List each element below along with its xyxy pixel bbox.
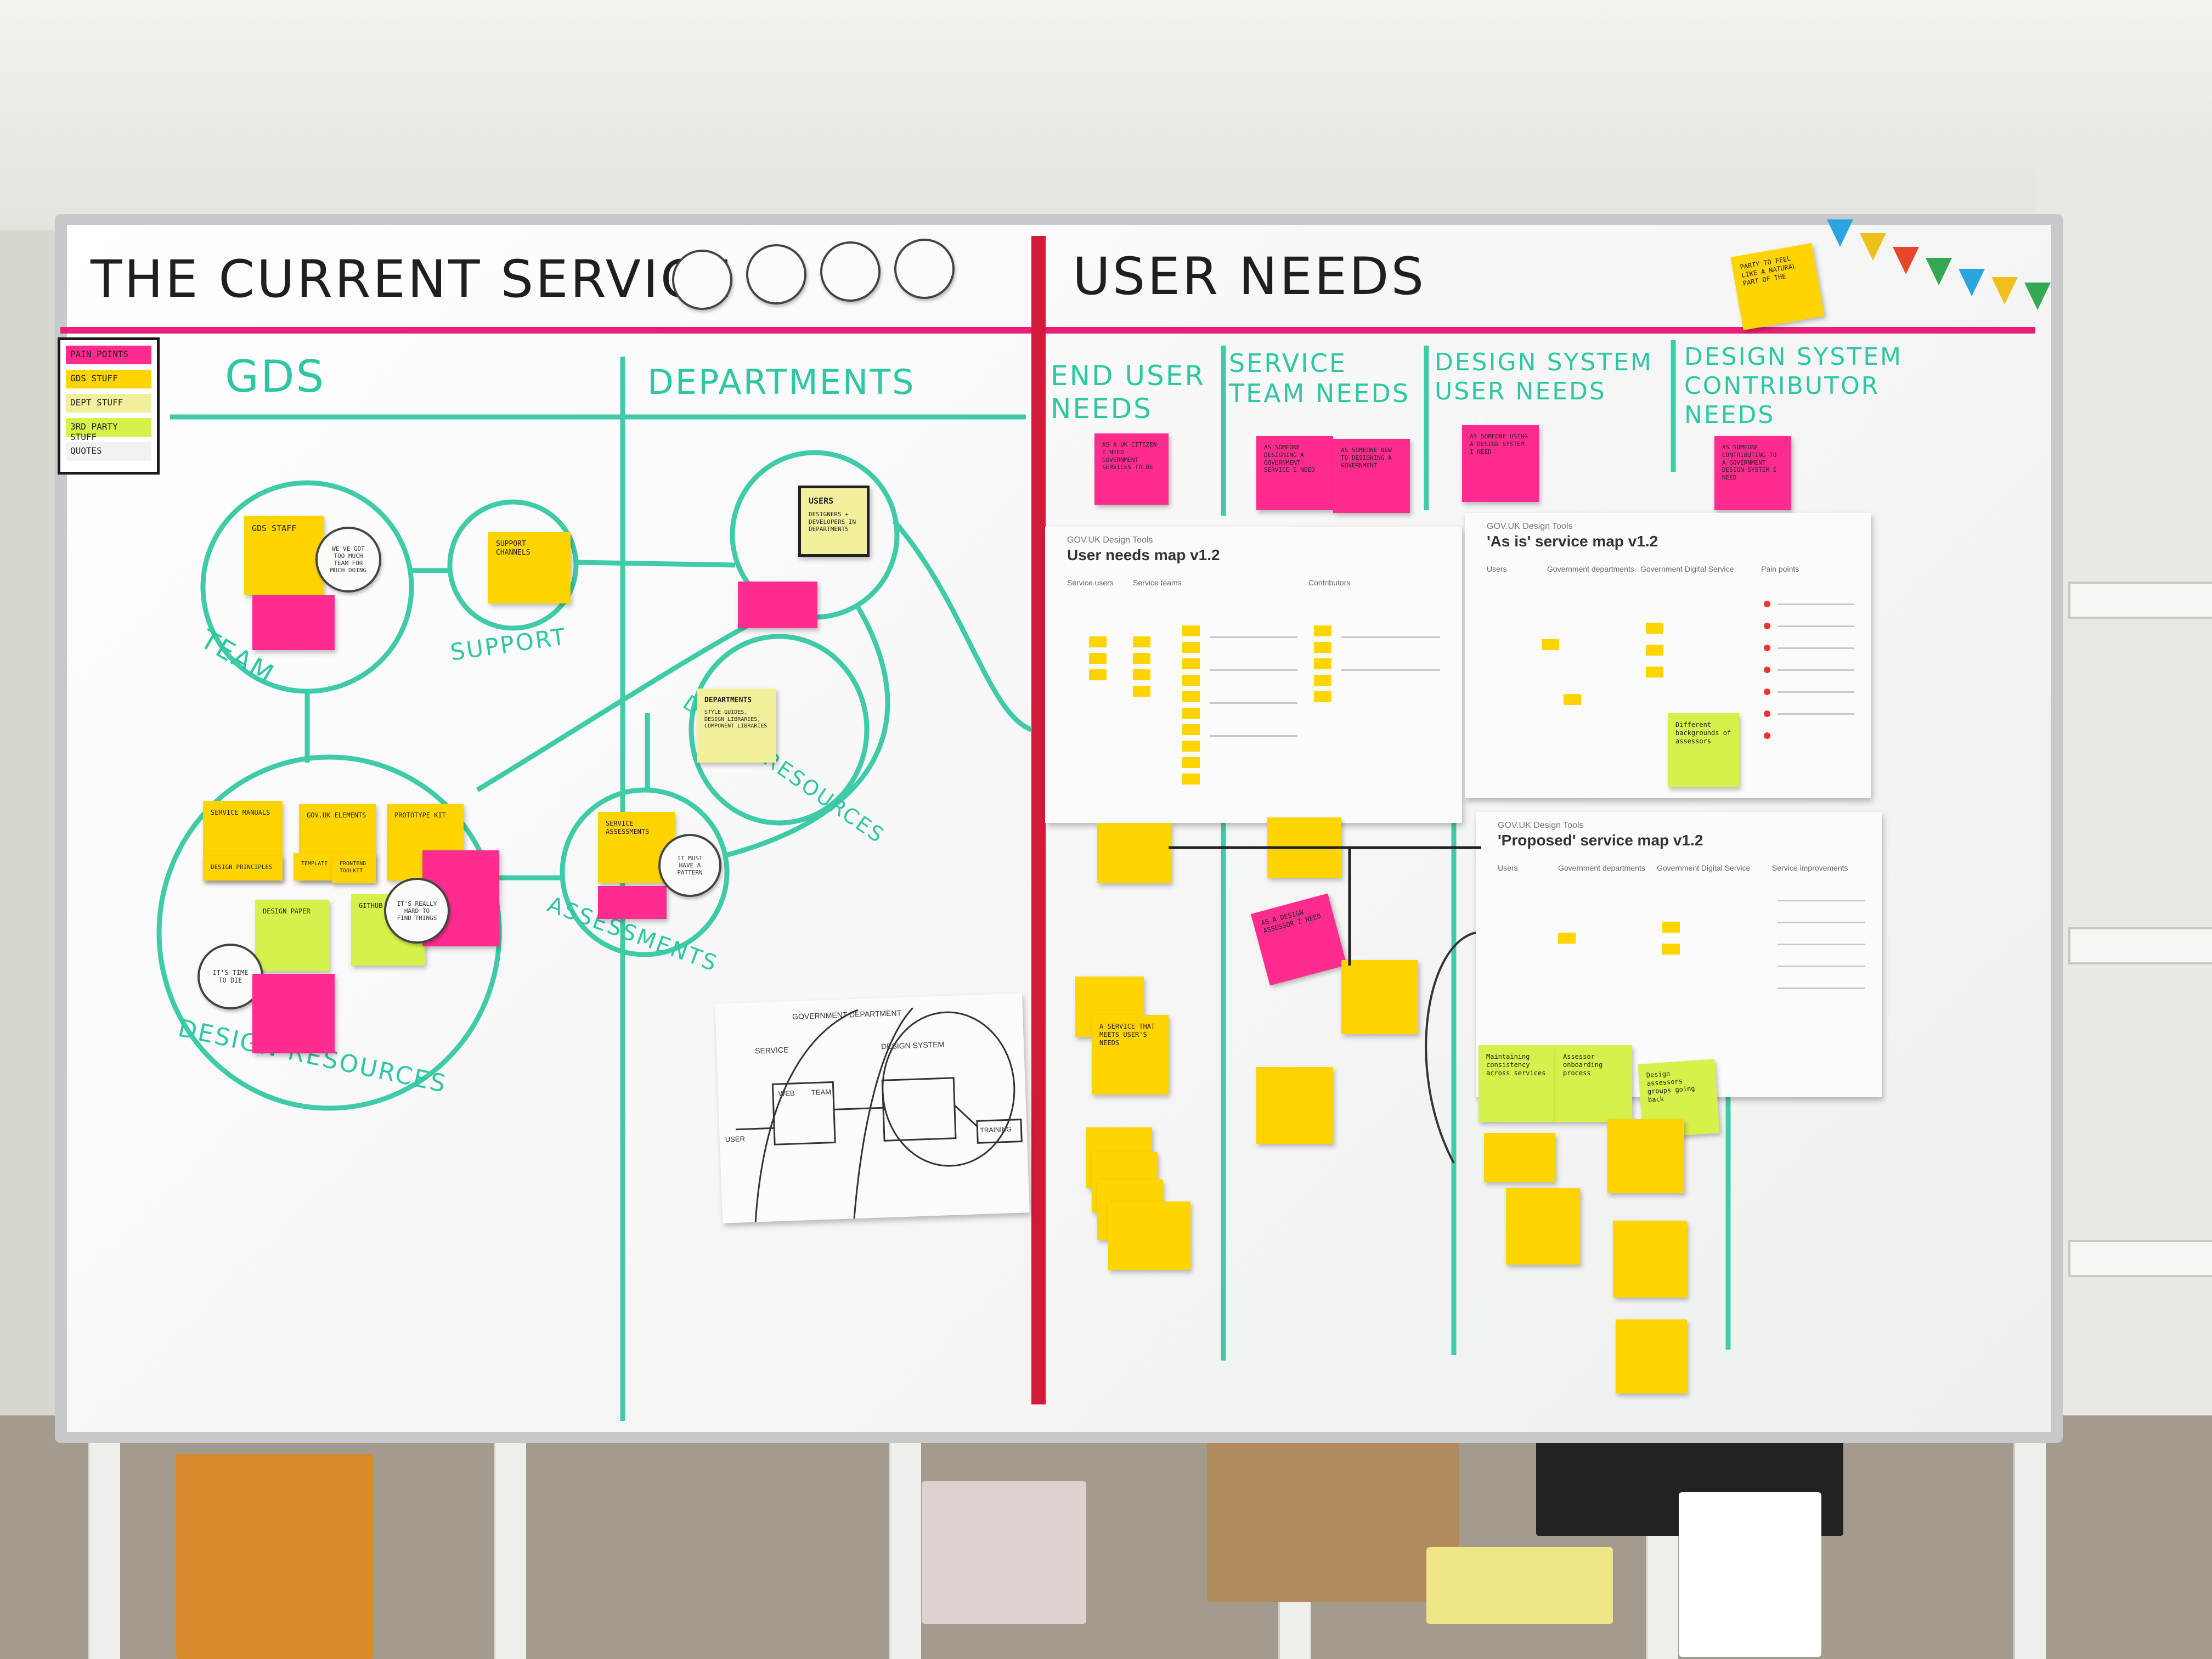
map-title: 'Proposed' service map v1.2 [1498, 832, 1703, 849]
map-col: Contributors [1308, 578, 1351, 587]
bunting-flag [2024, 283, 2051, 310]
pain-point-note [252, 595, 335, 650]
users-note: USERS DESIGNERS + DEVELOPERS IN DEPARTME… [798, 486, 870, 557]
quote-bubble [672, 250, 732, 310]
bunting-flag [1959, 269, 1985, 296]
section-divider [1031, 236, 1046, 1404]
sticky-note [1108, 1201, 1190, 1270]
pain-point-note [738, 582, 817, 628]
board-leg [88, 1415, 120, 1659]
board-leg [889, 1415, 921, 1659]
map-subtitle: GOV.UK Design Tools [1067, 535, 1153, 545]
legend-gds-stuff: GDS STUFF [66, 370, 151, 388]
map-title: 'As is' service map v1.2 [1487, 533, 1658, 550]
quote-bubble [894, 239, 955, 299]
shelf [2068, 582, 2212, 619]
design-paper-note: DESIGN PAPER [255, 900, 329, 971]
ds-user-need-note: AS SOMEONE USING A DESIGN SYSTEM I NEED [1462, 425, 1539, 502]
sticky-note [1341, 960, 1418, 1034]
map-col: Users [1487, 565, 1507, 573]
frontend-toolkit-note: FRONTEND TOOLKIT [332, 853, 376, 883]
map-col: Government departments [1547, 565, 1634, 573]
map-col: Users [1498, 864, 1518, 872]
sticky-note [1484, 1133, 1555, 1182]
sticky-note [1613, 1221, 1687, 1297]
paper [1679, 1492, 1821, 1657]
sticky-note [1256, 1067, 1333, 1144]
legend-dept-stuff: DEPT STUFF [66, 394, 151, 413]
support-channels-note: SUPPORT CHANNELS [488, 532, 571, 603]
service-team-need-note: AS SOMEONE DESIGNING A GOVERNMENT SERVIC… [1256, 436, 1333, 510]
template-note: TEMPLATE [294, 853, 332, 881]
current-service-title: THE CURRENT SERVICE [91, 250, 733, 309]
hand-drawn-service-sketch: GOVERNMENT DEPARTMENT SERVICE DESIGN SYS… [715, 993, 1030, 1223]
maintaining-consistency-note: Maintaining consistency across services [1479, 1045, 1555, 1122]
different-backgrounds-note: Different backgrounds of assessors [1668, 713, 1739, 787]
bunting-flag [1860, 233, 1886, 261]
shelf [2068, 1240, 2212, 1277]
user-needs-map-print: GOV.UK Design Tools User needs map v1.2 … [1045, 527, 1462, 823]
map-subtitle: GOV.UK Design Tools [1487, 522, 1573, 531]
team-quote-bubble: WE'VE GOT TOO MUCH TEAM FOR MUCH DOING [315, 527, 381, 592]
board-leg [2013, 1415, 2046, 1659]
map-col: Service teams [1133, 578, 1182, 587]
departments-label: DEPARTMENTS [647, 362, 916, 402]
departments-note-title: DEPARTMENTS [704, 696, 752, 704]
quote-bubble [746, 244, 806, 304]
service-meets-needs-note: A SERVICE THAT MEETS USER'S NEEDS [1092, 1015, 1169, 1094]
map-col: Government Digital Service [1657, 864, 1751, 872]
map-col: Government departments [1558, 864, 1645, 872]
map-col: Government Digital Service [1640, 565, 1734, 573]
quote-bubble [820, 241, 881, 302]
board-leg [494, 1415, 526, 1659]
ceiling [0, 0, 2212, 230]
hard-to-find-bubble: IT'S REALLY HARD TO FIND THINGS [384, 878, 450, 944]
pain-point-note [598, 886, 667, 919]
legend-3rd-party-stuff: 3RD PARTY STUFF [66, 418, 151, 442]
pouch [922, 1481, 1086, 1624]
colour-legend: PAIN POINTS GDS STUFF DEPT STUFF 3RD PAR… [58, 337, 160, 475]
gds-staff-note: GDS STAFF [244, 516, 324, 595]
as-is-service-map-print: GOV.UK Design Tools 'As is' service map … [1465, 513, 1871, 798]
service-team-needs-header: SERVICE TEAM NEEDS [1229, 348, 1410, 409]
map-title: User needs map v1.2 [1067, 546, 1220, 563]
map-col: Service users [1067, 578, 1114, 587]
gds-label: GDS [225, 351, 326, 402]
service-team-need-note-2: AS SOMEONE NEW TO DESIGNING A GOVERNMENT [1333, 439, 1410, 513]
bunting-flag [1991, 277, 2018, 304]
paper-stack [1426, 1547, 1613, 1624]
sticky-note [1616, 1319, 1687, 1393]
map-subtitle: GOV.UK Design Tools [1498, 821, 1584, 830]
map-col: Service improvements [1772, 864, 1848, 872]
pain-point-note [252, 974, 335, 1053]
sticky-note [1097, 823, 1171, 883]
bunting-flag [1827, 219, 1853, 247]
title-underline [60, 327, 2035, 334]
legend-pain-points: PAIN POINTS [66, 346, 151, 364]
bunting-flag [1893, 247, 1919, 274]
ds-contributor-needs-header: DESIGN SYSTEM CONTRIBUTOR NEEDS [1684, 343, 1903, 429]
sticky-note [1506, 1188, 1580, 1265]
cardboard-box [1207, 1437, 1459, 1602]
departments-note: DEPARTMENTS STYLE GUIDES, DESIGN LIBRARI… [697, 689, 776, 763]
pattern-quote-bubble: IT MUST HAVE A PATTERN [658, 834, 721, 897]
design-principles-note: DESIGN PRINCIPLES [203, 856, 283, 881]
sketch-drawing [736, 1007, 1023, 1222]
departments-note-body: STYLE GUIDES, DESIGN LIBRARIES, COMPONEN… [704, 709, 768, 730]
ds-contributor-need-note: AS SOMEONE CONTRIBUTING TO A GOVERNMENT … [1714, 436, 1791, 510]
map-col: Pain points [1761, 565, 1799, 573]
box [176, 1454, 373, 1659]
assessor-onboarding-note: Assessor onboarding process [1555, 1045, 1632, 1122]
shelf [2068, 927, 2212, 964]
bunting-flag [1926, 258, 1952, 285]
users-note-body: DESIGNERS + DEVELOPERS IN DEPARTMENTS [809, 510, 856, 533]
sticky-note [1607, 1119, 1684, 1193]
end-user-needs-header: END USER NEEDS [1051, 360, 1206, 425]
users-note-title: USERS [809, 496, 834, 506]
legend-quotes: QUOTES [66, 442, 151, 461]
ds-user-needs-header: DESIGN SYSTEM USER NEEDS [1435, 348, 1653, 405]
end-user-need-note: AS A UK CITIZEN I NEED GOVERNMENT SERVIC… [1094, 433, 1169, 505]
user-needs-title: USER NEEDS [1073, 247, 1426, 307]
